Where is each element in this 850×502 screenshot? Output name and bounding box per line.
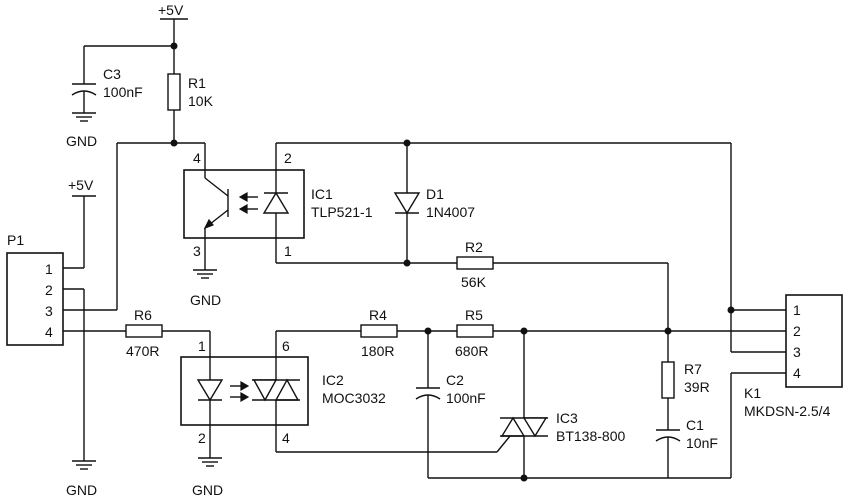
r5-value: 680R xyxy=(455,343,488,359)
resistor-r7: R7 39R xyxy=(661,331,710,430)
capacitor-c2: C2 100nF xyxy=(415,331,668,479)
ic2-value: MOC3032 xyxy=(322,390,386,406)
r4-value: 180R xyxy=(361,343,394,359)
p1-pin-4: 4 xyxy=(45,324,53,340)
c2-ref: C2 xyxy=(446,372,464,388)
d1-ref: D1 xyxy=(426,186,444,202)
k1-pin-2: 2 xyxy=(793,323,801,339)
ic1-pin-2: 2 xyxy=(284,150,292,166)
ic3-value: BT138-800 xyxy=(556,428,625,444)
capacitor-c3: C3 100nF GND xyxy=(66,46,143,149)
resistor-r4: R4 180R xyxy=(360,307,398,359)
ic1-pin-4: 4 xyxy=(193,150,201,166)
ic2-pin-6: 6 xyxy=(282,338,290,354)
resistor-r6: R6 470R xyxy=(125,307,211,380)
p1-gnd-label: GND xyxy=(66,482,97,498)
resistor-r1: R1 10K xyxy=(167,73,214,147)
vcc-top-label: +5V xyxy=(158,2,184,18)
vcc-top-net: +5V xyxy=(84,2,188,74)
k1-pin-1: 1 xyxy=(793,302,801,318)
ic2-ref: IC2 xyxy=(322,372,344,388)
k1-value: MKDSN-2.5/4 xyxy=(744,403,831,419)
p1-ref: P1 xyxy=(7,232,24,248)
r6-value: 470R xyxy=(126,343,159,359)
optocoupler-ic1: 4 3 2 1 IC1 TLP521-1 GND xyxy=(174,142,373,308)
capacitor-c1: C1 10nF xyxy=(655,372,786,479)
r4-ref: R4 xyxy=(369,307,387,323)
optotriac-ic2: 1 2 6 4 IC2 MOC3032 GND xyxy=(180,331,386,498)
r2-value: 56K xyxy=(461,274,487,290)
ic2-pin-1: 1 xyxy=(198,338,206,354)
triac-ic3: IC3 BT138-800 xyxy=(276,331,625,482)
d1-value: 1N4007 xyxy=(426,204,475,220)
ic1-pin-3: 3 xyxy=(193,243,201,259)
connector-k1: 1 2 3 4 K1 MKDSN-2.5/4 xyxy=(727,294,843,419)
k1-ref: K1 xyxy=(744,385,761,401)
main-net xyxy=(276,327,786,335)
ic1-gnd-label: GND xyxy=(190,292,221,308)
c1-value: 10nF xyxy=(686,435,718,451)
r7-ref: R7 xyxy=(684,361,702,377)
c3-ref: C3 xyxy=(103,66,121,82)
ic1-value: TLP521-1 xyxy=(311,204,373,220)
r5-ref: R5 xyxy=(465,307,483,323)
vcc-p1-label: +5V xyxy=(68,177,94,193)
k1-pin-4: 4 xyxy=(793,365,801,381)
c2-value: 100nF xyxy=(446,390,486,406)
ic1-ref: IC1 xyxy=(311,186,333,202)
ic2-pin-4: 4 xyxy=(282,430,290,446)
resistor-r2: R2 56K xyxy=(456,239,669,331)
p1-pin-2: 2 xyxy=(45,282,53,298)
r2-ref: R2 xyxy=(465,239,483,255)
k1-pin-3: 3 xyxy=(793,344,801,360)
connector-p1: P1 1 2 3 4 +5V GND xyxy=(6,142,174,498)
c3-value: 100nF xyxy=(103,84,143,100)
ic2-gnd-label: GND xyxy=(192,482,223,498)
p1-pin-1: 1 xyxy=(45,261,53,277)
r1-ref: R1 xyxy=(188,75,206,91)
ic1-pin-1: 1 xyxy=(284,243,292,259)
r1-value: 10K xyxy=(188,93,214,109)
r6-ref: R6 xyxy=(134,307,152,323)
resistor-r5: R5 680R xyxy=(455,307,494,359)
ic3-ref: IC3 xyxy=(556,410,578,426)
r7-value: 39R xyxy=(684,379,710,395)
diode-d1: D1 1N4007 xyxy=(393,143,475,263)
c3-gnd-label: GND xyxy=(66,133,97,149)
ic2-pin-2: 2 xyxy=(198,430,206,446)
top-rail-net xyxy=(276,139,732,310)
c1-ref: C1 xyxy=(686,417,704,433)
p1-pin-3: 3 xyxy=(45,303,53,319)
